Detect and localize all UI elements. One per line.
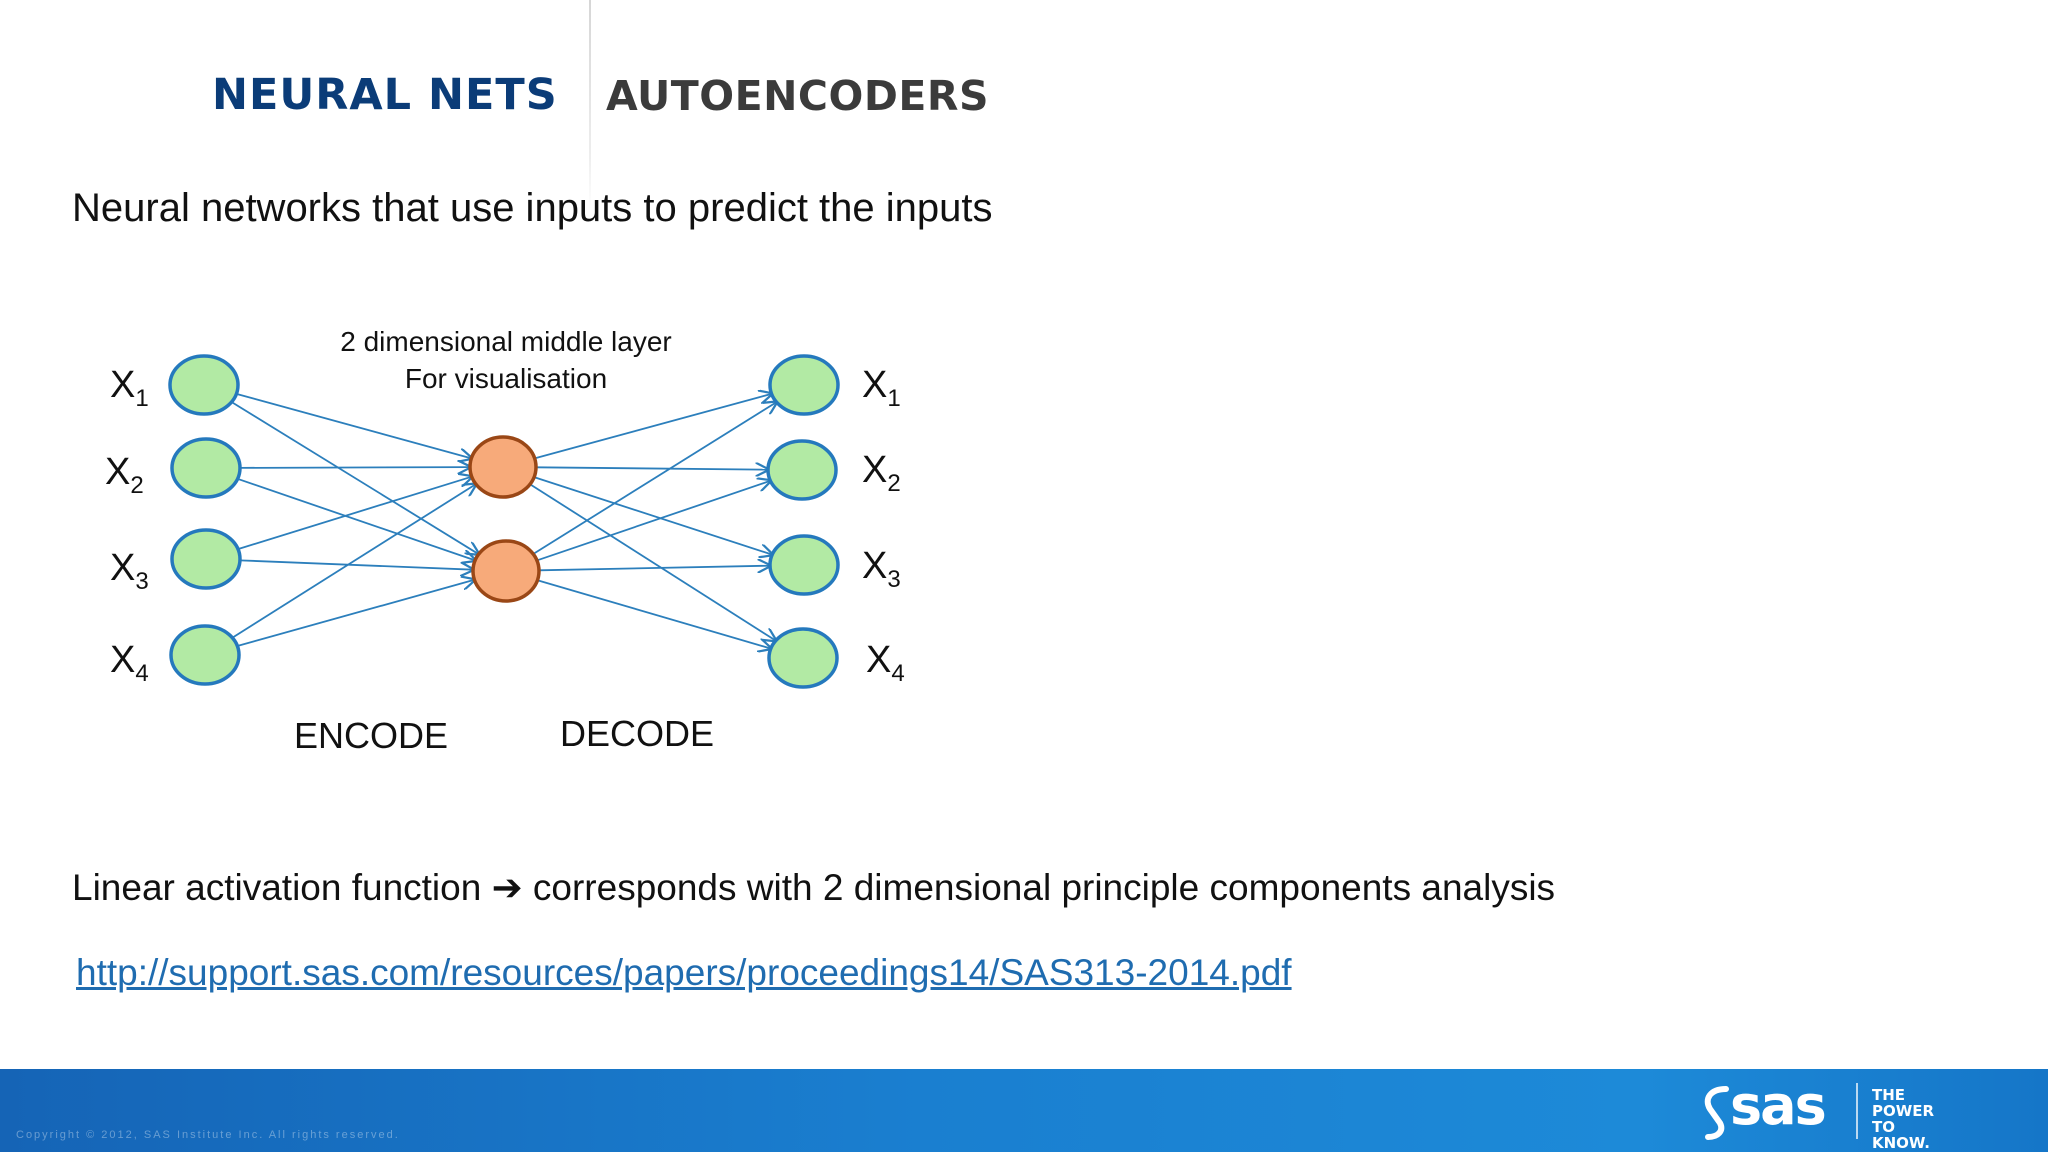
- encode-edge-1-1: [236, 393, 471, 458]
- input-label-4: X4: [110, 639, 149, 687]
- middle-layer-caption-line1: 2 dimensional middle layer: [340, 326, 672, 357]
- title-autoencoders: AUTOENCODERS: [606, 72, 989, 120]
- autoencoder-diagram: 2 dimensional middle layer For visualisa…: [105, 326, 905, 756]
- decode-edge-1-3: [533, 476, 772, 555]
- decode-label: DECODE: [560, 713, 714, 754]
- nodes: [168, 354, 840, 689]
- footer-bar: Copyright © 2012, SAS Institute Inc. All…: [0, 1069, 2048, 1152]
- decode-edge-1-4: [529, 483, 776, 640]
- encode-edge-2-2: [237, 477, 476, 561]
- title-divider: [589, 0, 591, 210]
- activation-note: Linear activation function ➔ corresponds…: [72, 866, 1555, 909]
- input-node-1: [168, 354, 240, 416]
- decode-edge-1-2: [535, 467, 768, 469]
- decode-edge-2-3: [538, 566, 770, 571]
- decode-edge-1-1: [534, 394, 772, 460]
- note-text-before: Linear activation function: [72, 867, 482, 908]
- hidden-node-1: [468, 435, 538, 499]
- output-node-1: [768, 354, 840, 416]
- middle-layer-caption-line2: For visualisation: [405, 363, 607, 394]
- input-label-3: X3: [110, 547, 149, 595]
- input-node-3: [170, 528, 242, 590]
- hidden-node-2: [471, 539, 541, 603]
- output-label-3: X3: [862, 545, 901, 593]
- output-node-2: [766, 439, 838, 501]
- subtitle: Neural networks that use inputs to predi…: [72, 186, 993, 230]
- encode-edge-4-2: [237, 580, 474, 647]
- edges: [231, 393, 777, 649]
- input-node-2: [170, 437, 242, 499]
- sas-tagline: THE POWER TO KNOW.: [1872, 1086, 1935, 1152]
- decode-edge-2-2: [536, 481, 771, 562]
- encode-edge-3-2: [239, 559, 473, 569]
- input-label-1: X1: [110, 364, 149, 412]
- output-node-3: [768, 534, 840, 596]
- input-labels: X1 X2 X3 X4: [105, 364, 149, 687]
- output-label-2: X2: [862, 449, 901, 497]
- title-neural-nets: NEURAL NETS: [212, 70, 558, 120]
- paper-link[interactable]: http://support.sas.com/resources/papers/…: [76, 952, 1292, 993]
- encode-edge-2-1: [239, 467, 470, 468]
- input-label-2: X2: [105, 451, 144, 499]
- encode-label: ENCODE: [294, 715, 448, 756]
- output-node-4: [767, 627, 839, 689]
- right-arrow-icon: ➔: [491, 867, 523, 908]
- copyright-text: Copyright © 2012, SAS Institute Inc. All…: [16, 1129, 400, 1141]
- decode-edge-2-4: [537, 579, 770, 648]
- input-node-4: [169, 624, 241, 686]
- decode-edge-2-1: [532, 402, 776, 555]
- note-text-after: corresponds with 2 dimensional principle…: [532, 867, 1556, 908]
- sas-swirl-icon: [1704, 1086, 1729, 1140]
- logo-separator: [1856, 1083, 1858, 1139]
- output-labels: X1 X2 X3 X4: [862, 364, 905, 687]
- sas-wordmark: sas: [1730, 1074, 1827, 1137]
- encode-edge-1-2: [231, 401, 479, 554]
- output-label-4: X4: [866, 639, 905, 687]
- output-label-1: X1: [862, 364, 901, 412]
- encode-edge-4-1: [231, 484, 476, 639]
- encode-edge-3-1: [237, 477, 472, 550]
